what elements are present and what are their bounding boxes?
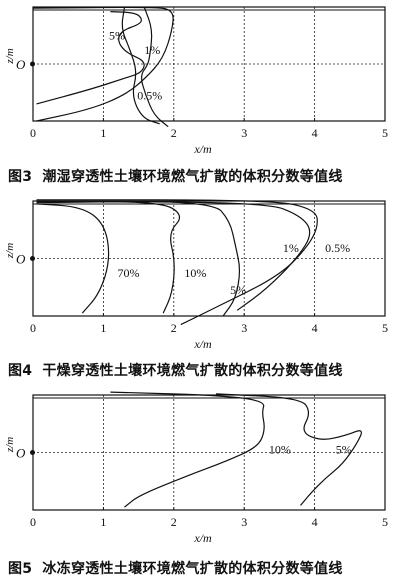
caption-text: 潮湿穿透性土壤环境燃气扩散的体积分数等值线 xyxy=(42,169,343,185)
x-axis-label: x/m xyxy=(193,142,212,156)
y-axis-label: z/m xyxy=(4,48,16,64)
x-tick-label: 1 xyxy=(100,126,106,140)
y-axis-label: z/m xyxy=(4,437,16,453)
contour-label: 0.5% xyxy=(137,88,162,102)
caption-number: 图5 xyxy=(8,561,33,577)
contour-line xyxy=(36,11,145,105)
x-axis-label: x/m xyxy=(193,337,212,351)
contour-label: 5% xyxy=(230,283,246,297)
x-tick-label: 2 xyxy=(171,321,177,335)
contour-line xyxy=(141,6,169,128)
contour-label: 1% xyxy=(283,241,299,255)
x-tick-label: 2 xyxy=(171,515,177,529)
x-tick-label: 5 xyxy=(382,126,388,140)
x-tick-label: 4 xyxy=(312,515,318,529)
caption-fig3: 图3 潮湿穿透性土壤环境燃气扩散的体积分数等值线 xyxy=(8,166,343,186)
origin-label: O xyxy=(16,252,26,267)
origin-marker xyxy=(30,450,35,455)
x-tick-label: 2 xyxy=(171,126,177,140)
origin-marker xyxy=(30,61,35,67)
x-tick-label: 0 xyxy=(30,126,36,140)
x-tick-label: 3 xyxy=(241,126,247,140)
x-axis-label: x/m xyxy=(193,531,212,545)
contour-label: 0.5% xyxy=(325,241,350,255)
contour-line xyxy=(36,203,110,314)
caption-number: 图3 xyxy=(8,169,33,185)
contour-label: 70% xyxy=(117,266,139,280)
contour-chart-fig5: Oz/m 0 1 2 3 4 5 x/m 10% 5% xyxy=(4,391,388,545)
contour-line xyxy=(215,393,362,506)
origin-label: O xyxy=(16,57,26,72)
contour-line xyxy=(121,6,160,125)
caption-text: 干燥穿透性土壤环境燃气扩散的体积分数等值线 xyxy=(42,363,343,379)
contour-label: 10% xyxy=(184,266,206,280)
origin-label: O xyxy=(16,446,26,461)
contour-chart-fig3: Oz/m 0 1 2 3 4 5 x/m 5% 1% 0.5% xyxy=(4,6,388,156)
contour-label: 5% xyxy=(109,29,125,43)
caption-fig4: 图4 干燥穿透性土壤环境燃气扩散的体积分数等值线 xyxy=(8,360,343,380)
contour-line xyxy=(110,391,265,508)
contour-line xyxy=(32,6,174,122)
x-tick-label: 3 xyxy=(241,515,247,529)
contour-line xyxy=(36,200,241,317)
contour-line xyxy=(36,201,311,311)
x-tick-label: 4 xyxy=(312,321,318,335)
x-tick-label: 1 xyxy=(100,515,106,529)
contour-line xyxy=(36,199,318,326)
contour-label: 10% xyxy=(269,443,291,457)
x-tick-label: 5 xyxy=(382,321,388,335)
x-tick-label: 0 xyxy=(30,515,36,529)
y-axis-label: z/m xyxy=(4,243,16,259)
caption-fig5: 图5 冰冻穿透性土壤环境燃气扩散的体积分数等值线 xyxy=(8,558,343,578)
contour-label: 5% xyxy=(336,443,352,457)
caption-text: 冰冻穿透性土壤环境燃气扩散的体积分数等值线 xyxy=(42,561,343,577)
x-tick-label: 5 xyxy=(382,515,388,529)
contour-chart-fig4: Oz/m 0 1 2 3 4 5 x/m 70% 10% 5% 1% 0.5% xyxy=(4,199,388,351)
origin-marker xyxy=(30,256,35,261)
x-tick-label: 0 xyxy=(30,321,36,335)
x-tick-label: 3 xyxy=(241,321,247,335)
x-tick-label: 1 xyxy=(100,321,106,335)
caption-number: 图4 xyxy=(8,363,33,379)
x-tick-label: 4 xyxy=(312,126,318,140)
contour-label: 1% xyxy=(144,43,160,57)
